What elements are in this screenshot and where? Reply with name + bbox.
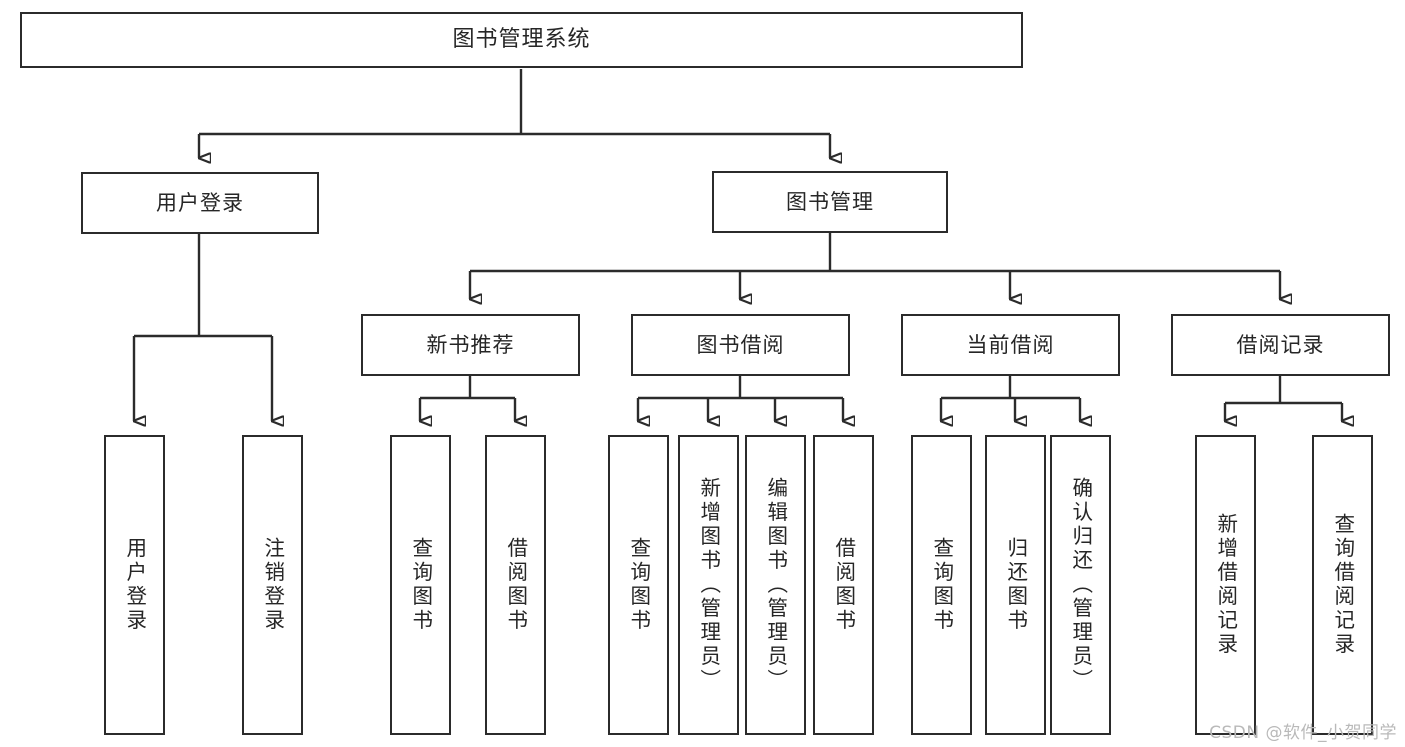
leaf-edit-book-admin[interactable]: 编辑图书（管理员） bbox=[745, 435, 806, 735]
leaf-add-borrow-record-label: 新增借阅记录 bbox=[1213, 513, 1238, 657]
leaf-borrow-book-2[interactable]: 借阅图书 bbox=[813, 435, 874, 735]
connector-userlogin-to-leaves bbox=[132, 234, 272, 421]
leaf-user-logout[interactable]: 注销登录 bbox=[242, 435, 303, 735]
leaf-query-book-3-label: 查询图书 bbox=[929, 537, 954, 633]
leaf-query-book-2[interactable]: 查询图书 bbox=[608, 435, 669, 735]
leaf-query-book-2-label: 查询图书 bbox=[626, 537, 651, 633]
node-book-borrow[interactable]: 图书借阅 bbox=[631, 314, 850, 376]
connector-currentborrow-to-leaves bbox=[939, 376, 1080, 421]
connector-bookmanage-to-level3 bbox=[468, 233, 1280, 299]
leaf-query-book-3[interactable]: 查询图书 bbox=[911, 435, 972, 735]
connector-root-to-level2 bbox=[197, 69, 830, 158]
leaf-user-login-label: 用户登录 bbox=[122, 537, 147, 633]
leaf-query-borrow-record-label: 查询借阅记录 bbox=[1330, 513, 1355, 657]
leaf-borrow-book-1-label: 借阅图书 bbox=[503, 537, 528, 633]
node-root-label: 图书管理系统 bbox=[452, 27, 591, 53]
node-root[interactable]: 图书管理系统 bbox=[20, 12, 1023, 68]
node-borrow-record[interactable]: 借阅记录 bbox=[1171, 314, 1390, 376]
node-book-manage-label: 图书管理 bbox=[786, 189, 874, 214]
leaf-query-book-1[interactable]: 查询图书 bbox=[390, 435, 451, 735]
leaf-confirm-return-admin-label: 确认归还（管理员） bbox=[1068, 477, 1093, 693]
node-book-borrow-label: 图书借阅 bbox=[696, 332, 785, 357]
connector-newbook-to-leaves bbox=[418, 376, 515, 421]
node-new-book-recommend-label: 新书推荐 bbox=[426, 332, 515, 357]
node-user-login-label: 用户登录 bbox=[156, 190, 244, 215]
connector-bookborrow-to-leaves bbox=[636, 376, 843, 421]
leaf-query-borrow-record[interactable]: 查询借阅记录 bbox=[1312, 435, 1373, 735]
leaf-user-login[interactable]: 用户登录 bbox=[104, 435, 165, 735]
leaf-add-book-admin-label: 新增图书（管理员） bbox=[696, 477, 721, 693]
node-new-book-recommend[interactable]: 新书推荐 bbox=[361, 314, 580, 376]
leaf-add-borrow-record[interactable]: 新增借阅记录 bbox=[1195, 435, 1256, 735]
leaf-edit-book-admin-label: 编辑图书（管理员） bbox=[763, 477, 788, 693]
leaf-query-book-1-label: 查询图书 bbox=[408, 537, 433, 633]
leaf-return-book-label: 归还图书 bbox=[1003, 537, 1028, 633]
leaf-borrow-book-1[interactable]: 借阅图书 bbox=[485, 435, 546, 735]
node-book-manage[interactable]: 图书管理 bbox=[712, 171, 948, 233]
node-current-borrow[interactable]: 当前借阅 bbox=[901, 314, 1120, 376]
leaf-user-logout-label: 注销登录 bbox=[260, 537, 285, 633]
leaf-add-book-admin[interactable]: 新增图书（管理员） bbox=[678, 435, 739, 735]
node-borrow-record-label: 借阅记录 bbox=[1236, 332, 1325, 357]
leaf-return-book[interactable]: 归还图书 bbox=[985, 435, 1046, 735]
connector-borrowrecord-to-leaves bbox=[1223, 376, 1342, 421]
node-current-borrow-label: 当前借阅 bbox=[966, 332, 1055, 357]
leaf-borrow-book-2-label: 借阅图书 bbox=[831, 537, 856, 633]
node-user-login[interactable]: 用户登录 bbox=[81, 172, 319, 234]
leaf-confirm-return-admin[interactable]: 确认归还（管理员） bbox=[1050, 435, 1111, 735]
